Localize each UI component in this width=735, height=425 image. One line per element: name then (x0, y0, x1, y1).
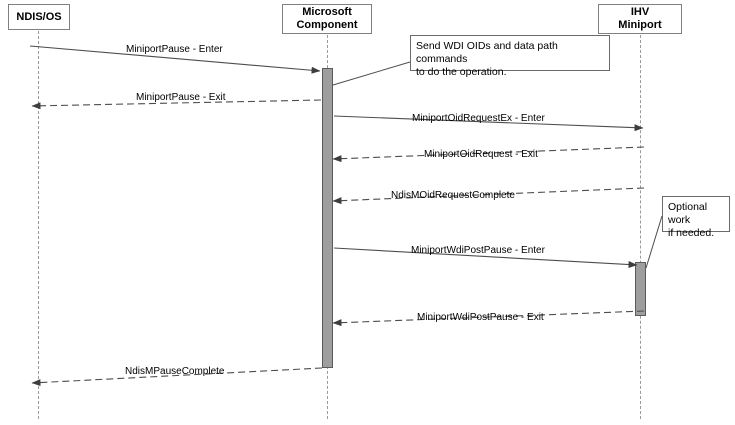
note-wdi-oids: Send WDI OIDs and data path commands to … (410, 35, 610, 78)
note-wdi-oids-line1: Send WDI OIDs and data path commands (416, 40, 558, 66)
note-optional-work: Optional work if needed. (662, 196, 730, 239)
arrow-miniport-wdi-post-pause-exit (332, 310, 645, 327)
message-label-miniport-oid-request-exit: MiniportOidRequest - Exit (424, 149, 538, 160)
message-label-miniport-pause-enter: MiniportPause - Enter (126, 44, 223, 55)
arrow-miniport-wdi-post-pause-enter (333, 247, 638, 269)
leader-line-note-wdi-oids (332, 61, 411, 86)
arrow-ndis-m-pause-complete (31, 367, 323, 387)
lifeline-header-ndis-os: NDIS/OS (8, 4, 70, 30)
message-label-ndis-m-oid-request-complete: NdisMOidRequestComplete (391, 190, 515, 201)
message-label-miniport-wdi-post-pause-exit: MiniportWdiPostPause - Exit (417, 312, 544, 323)
lifeline-label-microsoft-component-line1: Microsoft (302, 6, 352, 19)
message-label-miniport-pause-exit: MiniportPause - Exit (136, 92, 226, 103)
arrow-miniport-pause-exit (31, 99, 322, 110)
leader-line-note-optional-work (645, 215, 663, 269)
message-label-ndis-m-pause-complete: NdisMPauseComplete (125, 366, 225, 377)
activation-bar-ihv-miniport (635, 262, 646, 316)
lifeline-line-ihv-miniport (640, 35, 641, 419)
lifeline-label-ndis-os: NDIS/OS (16, 10, 62, 23)
lifeline-header-ihv-miniport: IHV Miniport (598, 4, 682, 34)
message-label-miniport-wdi-post-pause-enter: MiniportWdiPostPause - Enter (411, 245, 545, 256)
activation-bar-microsoft-component (322, 68, 333, 368)
arrow-miniport-oid-request-exit (332, 146, 645, 163)
lifeline-label-ihv-miniport-line2: Miniport (618, 19, 662, 31)
message-label-miniport-oid-request-ex-enter: MiniportOidRequestEx - Enter (412, 113, 545, 124)
arrow-miniport-pause-enter (29, 45, 321, 74)
arrow-ndis-m-oid-request-complete (332, 187, 645, 205)
arrow-miniport-oid-request-ex-enter (333, 115, 644, 132)
lifeline-header-microsoft-component: Microsoft Component (282, 4, 372, 34)
note-optional-work-line1: Optional work (668, 201, 708, 227)
note-optional-work-line2: if needed. (668, 227, 715, 240)
lifeline-line-ndis-os (38, 31, 39, 419)
lifeline-label-microsoft-component-line2: Component (296, 19, 358, 31)
lifeline-label-ihv-miniport-line1: IHV (630, 6, 650, 19)
note-wdi-oids-line2: to do the operation. (416, 66, 507, 79)
